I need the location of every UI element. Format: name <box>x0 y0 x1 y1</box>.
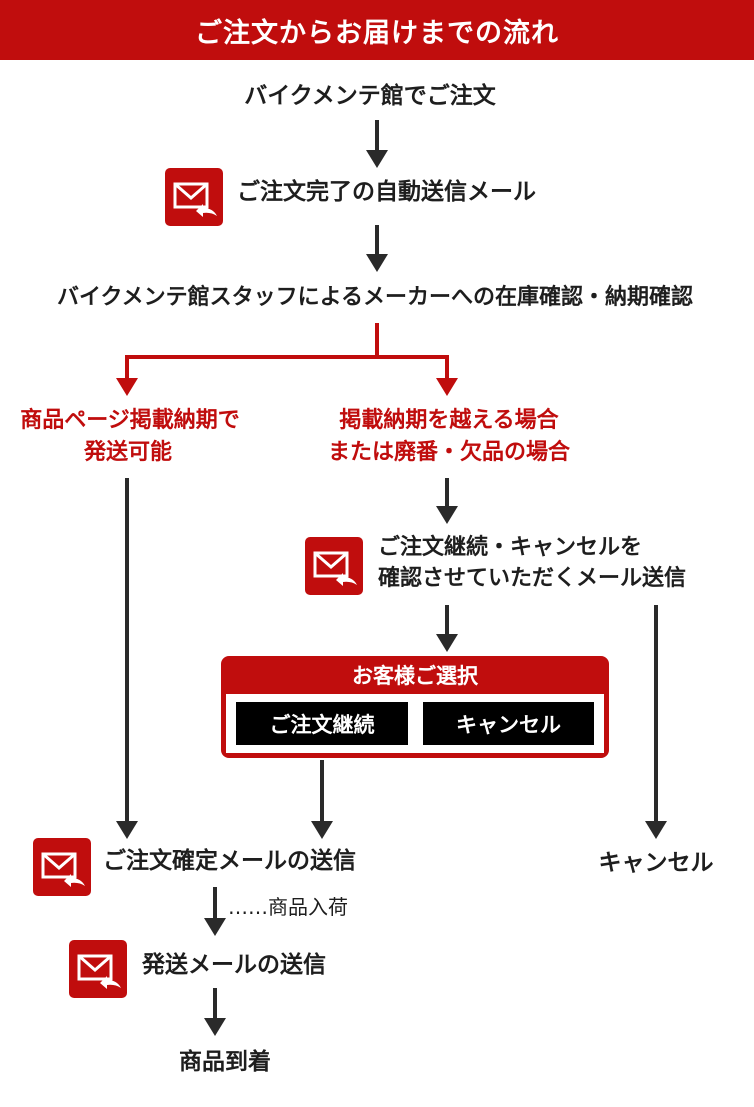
step-stock-check: バイクメンテ館スタッフによるメーカーへの在庫確認・納期確認 <box>56 285 694 310</box>
mail-reply-icon <box>165 168 223 226</box>
arrowhead <box>116 821 138 839</box>
mail-reply-icon <box>33 838 91 896</box>
arrowhead <box>366 254 388 272</box>
continue-order-option: ご注文継続 <box>236 702 408 745</box>
confirm-mail-line1: ご注文継続・キャンセルを <box>378 535 643 560</box>
page-header: ご注文からお届けまでの流れ <box>0 0 754 60</box>
mail-reply-icon <box>69 940 127 998</box>
arrowhead <box>311 821 333 839</box>
branch-ng-line2: または廃番・欠品の場合 <box>327 440 571 465</box>
step-confirm-order-mail: ご注文確定メールの送信 <box>103 848 356 874</box>
arrowhead <box>645 821 667 839</box>
mail-reply-icon <box>305 537 363 595</box>
selection-title: お客様ご選択 <box>352 664 478 688</box>
cancel-result: キャンセル <box>598 850 714 876</box>
step-auto-mail: ご注文完了の自動送信メール <box>237 179 536 205</box>
step-delivered: 商品到着 <box>179 1049 271 1075</box>
arrowhead <box>204 1018 226 1036</box>
step-ship-mail: 発送メールの送信 <box>142 952 326 978</box>
branch-ng-line1: 掲載納期を越える場合 <box>339 408 559 433</box>
arrival-note: ……商品入荷 <box>228 895 348 919</box>
branch-ok-line1: 商品ページ掲載納期で <box>20 408 240 433</box>
branch-arrowhead <box>116 378 138 396</box>
cancel-option: キャンセル <box>423 702 594 745</box>
step-order: バイクメンテ館でご注文 <box>244 83 496 109</box>
branch-arrowhead <box>436 378 458 396</box>
arrowhead <box>436 634 458 652</box>
arrowhead <box>436 506 458 524</box>
page-title: ご注文からお届けまでの流れ <box>195 17 559 49</box>
arrowhead <box>366 150 388 168</box>
branch-ok-line2: 発送可能 <box>83 440 173 465</box>
arrowhead <box>204 918 226 936</box>
confirm-mail-line2: 確認させていただくメール送信 <box>378 566 687 591</box>
